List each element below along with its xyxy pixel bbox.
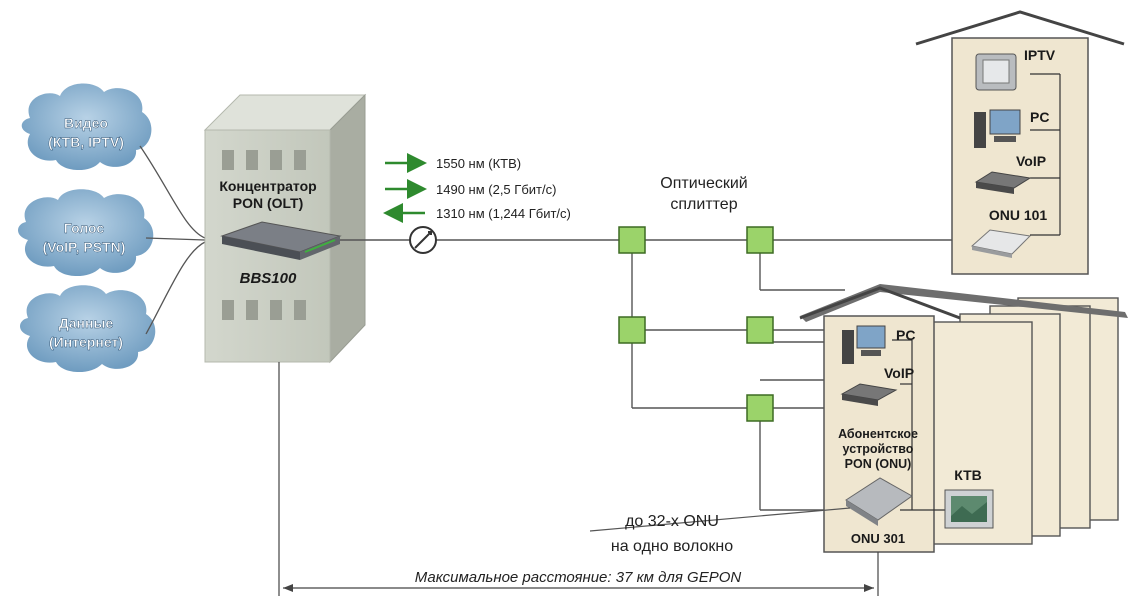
olt-building: Концентратор PON (OLT) BBS100: [203, 93, 367, 364]
voip-box-icon: [840, 383, 898, 406]
wavelength-1490: 1490 нм (2,5 Гбит/с): [436, 182, 556, 197]
wavelength-legend: 1550 нм (КТВ) 1490 нм (2,5 Гбит/с) 1310 …: [383, 153, 571, 223]
house-top-pc-label: PC: [1030, 109, 1049, 125]
house-bottom-stack: [799, 284, 1128, 545]
splitter-node-3: [618, 316, 646, 344]
house-bottom-onu-desc-3: PON (ONU): [845, 457, 912, 471]
fiber-note-line-1: до 32-х ONU: [625, 513, 719, 530]
splitter-node-4: [746, 316, 774, 344]
olt-device-icon: [220, 221, 342, 260]
house-bottom-onu-label: ONU 301: [851, 531, 905, 546]
splitter-node-1: [618, 226, 646, 254]
splitter-node-2: [746, 226, 774, 254]
cloud-voice-label-2: (VoIP, PSTN): [43, 239, 126, 255]
cloud-video-label-2: (КТВ, IPTV): [48, 134, 124, 150]
cloud-voice: Голос (VoIP, PSTN): [18, 189, 154, 277]
voip-box-icon: [974, 171, 1032, 194]
cloud-voice-label-1: Голос: [64, 220, 105, 236]
pc-icon: [974, 109, 1021, 148]
splitters: [618, 226, 774, 422]
distance-label: Максимальное расстояние: 37 км для GEPON: [415, 569, 742, 586]
wavelength-1310: 1310 нм (1,244 Гбит/с): [436, 206, 571, 221]
cloud-video: Видео (КТВ, IPTV): [21, 83, 152, 171]
cloud-video-label-1: Видео: [64, 115, 108, 131]
olt-title-2: PON (OLT): [233, 195, 304, 211]
tv-icon: [975, 53, 1017, 91]
distance-indicator: Максимальное расстояние: 37 км для GEPON: [278, 362, 879, 596]
onu-device-icon: [845, 477, 913, 526]
house-top: IPTV PC VoIP ONU 101: [915, 10, 1125, 275]
house-bottom-voip-label: VoIP: [884, 365, 914, 381]
house-bottom-ktv-label: КТВ: [954, 467, 982, 483]
house-bottom-onu-desc-2: устройство: [843, 442, 914, 456]
house-bottom-onu-desc-1: Абонентское: [838, 427, 918, 441]
wavelength-1550: 1550 нм (КТВ): [436, 156, 521, 171]
splitter-label-1: Оптический: [660, 175, 747, 192]
olt-title-1: Концентратор: [219, 178, 316, 194]
cloud-data: Данные (Интернет): [20, 285, 156, 373]
splitter-label-2: сплиттер: [670, 196, 737, 213]
fiber-note-line-2: на одно волокно: [611, 538, 733, 555]
olt-device-name: BBS100: [240, 270, 297, 287]
splitter-node-5: [746, 394, 774, 422]
fiber-connector-icon: [409, 226, 437, 254]
cloud-data-label-1: Данные: [59, 315, 114, 331]
pc-icon: [842, 325, 886, 364]
fiber-note: до 32-х ONU на одно волокно: [589, 507, 851, 555]
house-top-iptv-label: IPTV: [1024, 47, 1056, 63]
house-bottom-pc-label: PC: [896, 327, 915, 343]
source-links: [139, 145, 206, 335]
onu-device-icon: [970, 229, 1032, 258]
house-top-onu-label: ONU 101: [989, 207, 1048, 223]
tv-icon: [944, 489, 994, 529]
house-bottom-main: PC VoIP Абонентское устройство PON (ONU)…: [823, 315, 994, 553]
cloud-data-label-2: (Интернет): [49, 334, 123, 350]
house-top-voip-label: VoIP: [1016, 153, 1046, 169]
